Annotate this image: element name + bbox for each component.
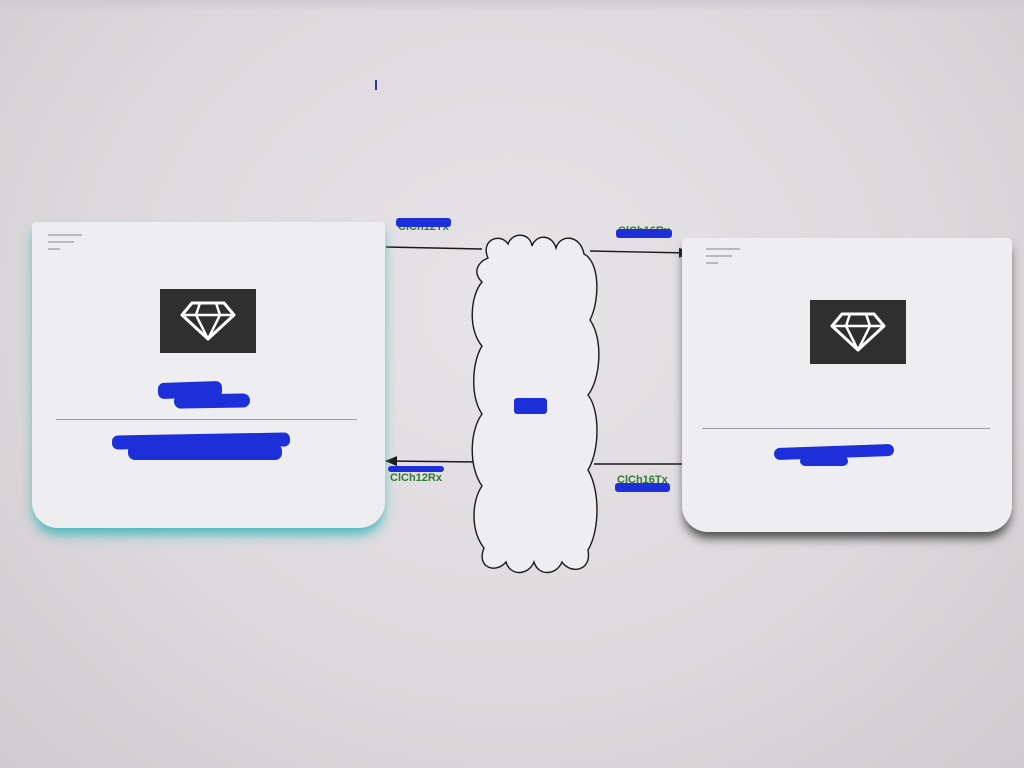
diamond-tile [160,289,256,353]
diamond-tile [810,300,906,364]
link-label-right-tx: ClCh16Tx [615,474,670,492]
link-label-left-rx: ClCh12Rx [388,466,444,484]
link-cloud-to-left[interactable] [385,456,481,467]
screen-top-edge [0,0,1024,12]
left-network-node[interactable] [32,222,385,528]
node-subtitle-redacted-stroke [800,456,848,466]
card-divider [56,419,357,420]
link-left-to-cloud[interactable] [385,246,483,250]
cloud-label: OTN [514,398,548,414]
text-cursor [375,80,377,90]
node-subtitle-redacted-stroke [128,444,282,460]
link-label-left-tx: ClCh12Tx [396,218,451,233]
menu-lines-icon[interactable] [706,248,742,268]
link-cloud-to-right[interactable] [589,247,691,258]
diamond-icon [830,312,886,352]
diamond-icon [180,301,236,341]
link-label-right-rx: ClCh16Rx [616,225,672,238]
node-title-redacted-stroke [173,393,251,409]
right-network-node[interactable] [682,238,1012,532]
card-divider [702,428,990,429]
menu-lines-icon[interactable] [48,234,84,254]
